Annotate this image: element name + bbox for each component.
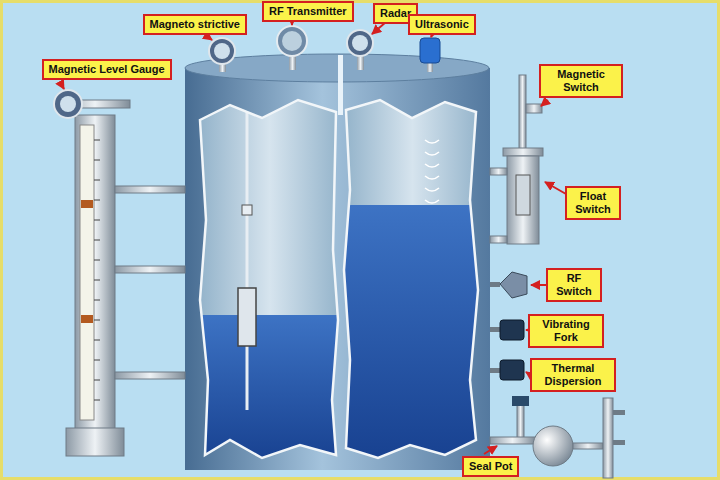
callout-box: Magneto strictive <box>143 14 247 35</box>
callout-box: Seal Pot <box>462 456 519 477</box>
callout-box: Thermal Dispersion <box>530 358 616 392</box>
callout-label: RF Transmitter <box>269 5 347 18</box>
callout-box: Magnetic Level Gauge <box>42 59 172 80</box>
callout-label: RF Switch <box>553 272 595 298</box>
callout-label: Magnetic Level Gauge <box>49 63 165 76</box>
callout-label: Magneto strictive <box>150 18 240 31</box>
callout-label: Seal Pot <box>469 460 512 473</box>
callout-box: Float Switch <box>565 186 621 220</box>
callout-label: Ultrasonic <box>415 18 469 31</box>
callout-label: Thermal Dispersion <box>537 362 609 388</box>
callout-label: Float Switch <box>572 190 614 216</box>
callout-label: Vibrating Fork <box>535 318 597 344</box>
callout-label: Radar <box>380 7 411 20</box>
callout-box: Ultrasonic <box>408 14 476 35</box>
callout-box: RF Transmitter <box>262 1 354 22</box>
callout-label: Magnetic Switch <box>546 68 616 94</box>
callout-box: RF Switch <box>546 268 602 302</box>
callout-box: Magnetic Switch <box>539 64 623 98</box>
callout-box: Vibrating Fork <box>528 314 604 348</box>
